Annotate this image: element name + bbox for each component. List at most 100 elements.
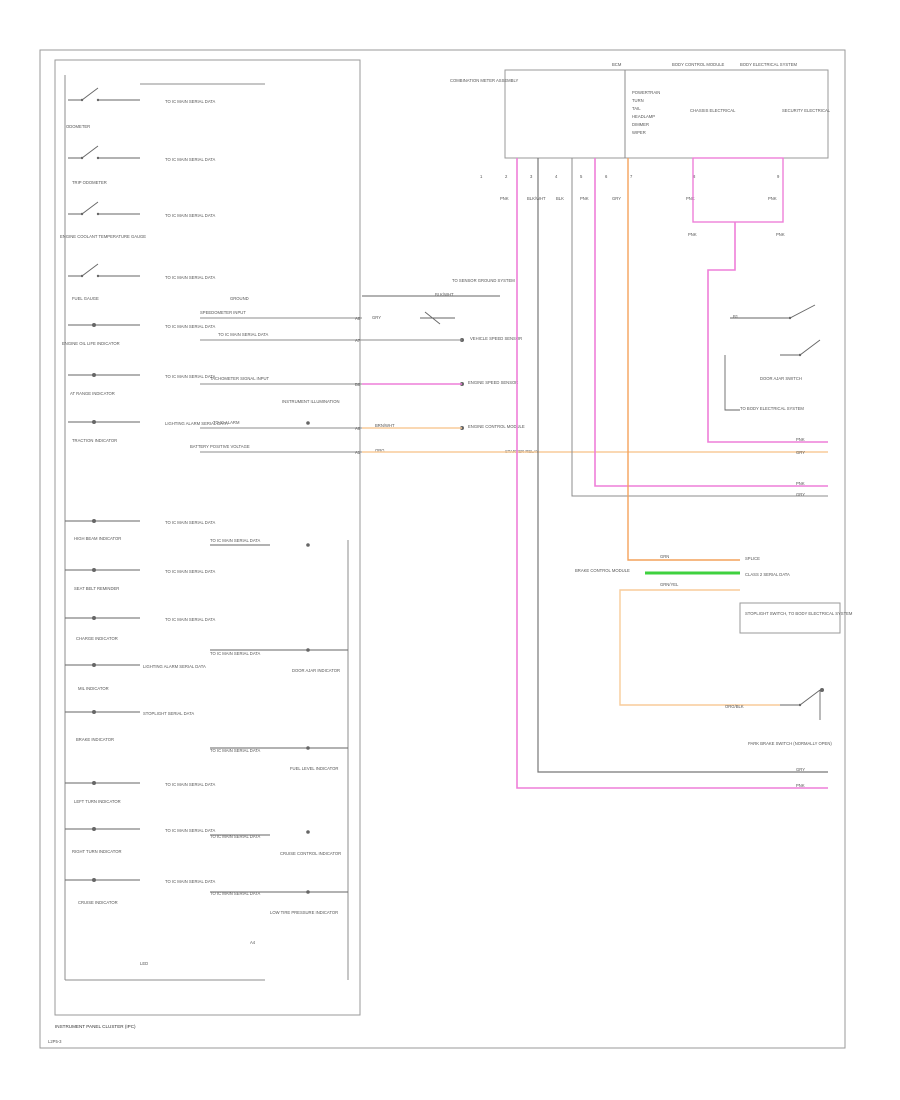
cluster-outline — [54, 59, 361, 1016]
bcm-inner-label: TURN — [632, 98, 644, 103]
brake-desc: STOPLIGHT SWITCH, TO BODY ELECTRICAL SYS… — [745, 611, 853, 616]
indicator-label: TO IC MAIN SERIAL DATA — [165, 374, 216, 379]
right-label: PNK — [796, 481, 805, 486]
bcm-title: COMBINATION METER ASSEMBLY — [450, 78, 518, 83]
brake-module-title: BRAKE CONTROL MODULE — [575, 568, 630, 573]
bcm-right-label: SECURITY ELECTRICAL — [782, 108, 831, 113]
right-col-label: TO IC MAIN SERIAL DATA — [210, 834, 261, 839]
bcm-inner-label: WIPER — [632, 130, 646, 135]
signal-alarm: TO IC ALARM — [213, 420, 240, 425]
pin-label: A6 — [355, 426, 361, 431]
conn-engine-speed: ENGINE SPEED SENSOR — [468, 380, 518, 385]
cluster-right-column: TO IC MAIN SERIAL DATA TO IC MAIN SERIAL… — [140, 538, 348, 966]
bcm-pin: 8 — [693, 174, 696, 179]
instrument-panel-cluster: ODOMETER TO IC MAIN SERIAL DATA TRIP ODO… — [54, 59, 362, 1029]
signal-ground: GROUND — [230, 296, 249, 301]
bcm-inner-label: POWERTRAIN — [632, 90, 660, 95]
conn-ecm: ENGINE CONTROL MODULE — [468, 424, 525, 429]
indicator-name: TRACTION INDICATOR — [72, 438, 117, 443]
indicator-right-turn: RIGHT TURN INDICATOR — [72, 849, 121, 854]
wires — [362, 158, 828, 789]
right-label: GRY — [796, 450, 805, 455]
switch-label: TO IC MAIN SERIAL DATA — [165, 213, 216, 218]
switch-odometer: ODOMETER TO IC MAIN SERIAL DATA — [66, 87, 216, 129]
signal-lines: GROUND SPEEDOMETER INPUT TO IC MAIN SERI… — [190, 296, 362, 453]
door-ajar-switch: DOOR AJAR SWITCH TO BODY ELECTRICAL SYST… — [724, 304, 821, 411]
switch-name: ENGINE COOLANT TEMPERATURE GAUGE — [60, 234, 146, 239]
bcm-header-3: BODY ELECTRICAL SYSTEM — [740, 62, 798, 67]
indicator-label: TO IC MAIN SERIAL DATA — [165, 569, 216, 574]
bcm-wire-code: PNK — [500, 196, 509, 201]
conn-ground-system: TO SENSOR GROUND SYSTEM — [452, 278, 515, 283]
ground-label: LED — [140, 961, 148, 966]
bcm-inner-label: HEADLAMP — [632, 114, 655, 119]
bcm-wire-code: PNK — [768, 196, 777, 201]
conn-speed-wire: GRY — [372, 315, 381, 320]
signal-tachometer: TACHOMETER SIGNAL INPUT — [210, 376, 270, 381]
door-switch-sub: TO BODY ELECTRICAL SYSTEM — [740, 406, 804, 411]
indicator-cruise: CRUISE INDICATOR — [78, 900, 118, 905]
door-switch-title: DOOR AJAR SWITCH — [760, 376, 802, 381]
bcm-pin: 6 — [605, 174, 608, 179]
indicator-high-beam: HIGH BEAM INDICATOR — [74, 536, 121, 541]
bcm-outline — [504, 69, 829, 159]
indicator-label: STOPLIGHT SERIAL DATA — [143, 711, 194, 716]
switch-name: FUEL GAUGE — [72, 296, 99, 301]
indicator-label: LIGHTING ALARM SERIAL DATA — [165, 421, 228, 426]
lower-indicators: HIGH BEAM INDICATOR TO IC MAIN SERIAL DA… — [65, 519, 216, 905]
pin-label: A8 — [355, 316, 361, 321]
pin-label: A7 — [355, 338, 361, 343]
brake-wire: ORG/BLK — [725, 704, 744, 709]
backlight-label: INSTRUMENT ILLUMINATION — [282, 399, 340, 404]
cluster-pins: A8 A7 B8 A6 A1 — [355, 316, 361, 455]
switch-label: TO IC MAIN SERIAL DATA — [165, 99, 216, 104]
splice-wire-1: GRN — [660, 554, 669, 559]
indicator-left-turn: LEFT TURN INDICATOR — [74, 799, 121, 804]
bcm-wire-code: PNK — [686, 196, 695, 201]
bcm-pin: 4 — [555, 174, 558, 179]
indicator-charge: CHARGE INDICATOR — [76, 636, 118, 641]
indicator-name: ENGINE OIL LIFE INDICATOR — [62, 341, 120, 346]
indicator-label: LIGHTING ALARM SERIAL DATA — [143, 664, 206, 669]
indicator-label: TO IC MAIN SERIAL DATA — [165, 617, 216, 622]
conn-speed-sensor: VEHICLE SPEED SENSOR — [470, 336, 522, 341]
signal-battery: BATTERY POSITIVE VOLTAGE — [190, 444, 250, 449]
right-edge-labels: PNK GRY PNK GRY GRY PNK — [796, 437, 805, 788]
switch-label: TO IC MAIN SERIAL DATA — [165, 275, 216, 280]
switch-name: ODOMETER — [66, 124, 90, 129]
switch-trip-odometer: TRIP ODOMETER TO IC MAIN SERIAL DATA — [68, 145, 216, 185]
bcm-wire-code: BLK — [556, 196, 564, 201]
splice-block: SPLICE CLASS 2 SERIAL DATA GRN GRN/YEL B… — [575, 554, 790, 587]
brake-module-box — [739, 602, 841, 634]
cruise-control-indicator: CRUISE CONTROL INDICATOR — [280, 851, 341, 856]
bcm-wire-code: BLK/WHT — [527, 196, 546, 201]
figure-code: L2P5-3 — [48, 1039, 62, 1044]
bcm-wire-code: PNK — [580, 196, 589, 201]
bcm-pin: 5 — [580, 174, 583, 179]
indicator-oil-life: ENGINE OIL LIFE INDICATOR TO IC MAIN SER… — [62, 323, 216, 346]
gnd-pin: A4 — [250, 940, 256, 945]
indicator-at-range: AT RANGE INDICATOR TO IC MAIN SERIAL DAT… — [68, 373, 216, 396]
splice-data: CLASS 2 SERIAL DATA — [745, 572, 790, 577]
right-label: GRY — [796, 492, 805, 497]
signal-speedometer: SPEEDOMETER INPUT — [200, 310, 246, 315]
page-frame — [39, 49, 846, 1049]
right-label: GRY — [796, 767, 805, 772]
bcm-loop-label-right: PNK — [776, 232, 785, 237]
bcm-pin: 9 — [777, 174, 780, 179]
indicator-label: TO IC MAIN SERIAL DATA — [165, 828, 216, 833]
indicator-mil: MIL INDICATOR — [78, 686, 109, 691]
conn-ecm-wire: BRN/WHT — [375, 423, 395, 428]
conn-ground-wire: BLK/WHT — [435, 292, 454, 297]
bcm-inner-label: DIMMER — [632, 122, 649, 127]
switch-label: TO IC MAIN SERIAL DATA — [165, 157, 216, 162]
indicator-traction: TRACTION INDICATOR LIGHTING ALARM SERIAL… — [68, 420, 228, 443]
bcm-inner-label: TAIL — [632, 106, 641, 111]
right-col-label: TO IC MAIN SERIAL DATA — [210, 748, 261, 753]
bcm-header-2: BODY CONTROL MODULE — [672, 62, 725, 67]
splice-label: SPLICE — [745, 556, 760, 561]
indicator-label: TO IC MAIN SERIAL DATA — [165, 324, 216, 329]
right-label: PNK — [796, 783, 805, 788]
indicator-label: TO IC MAIN SERIAL DATA — [165, 520, 216, 525]
